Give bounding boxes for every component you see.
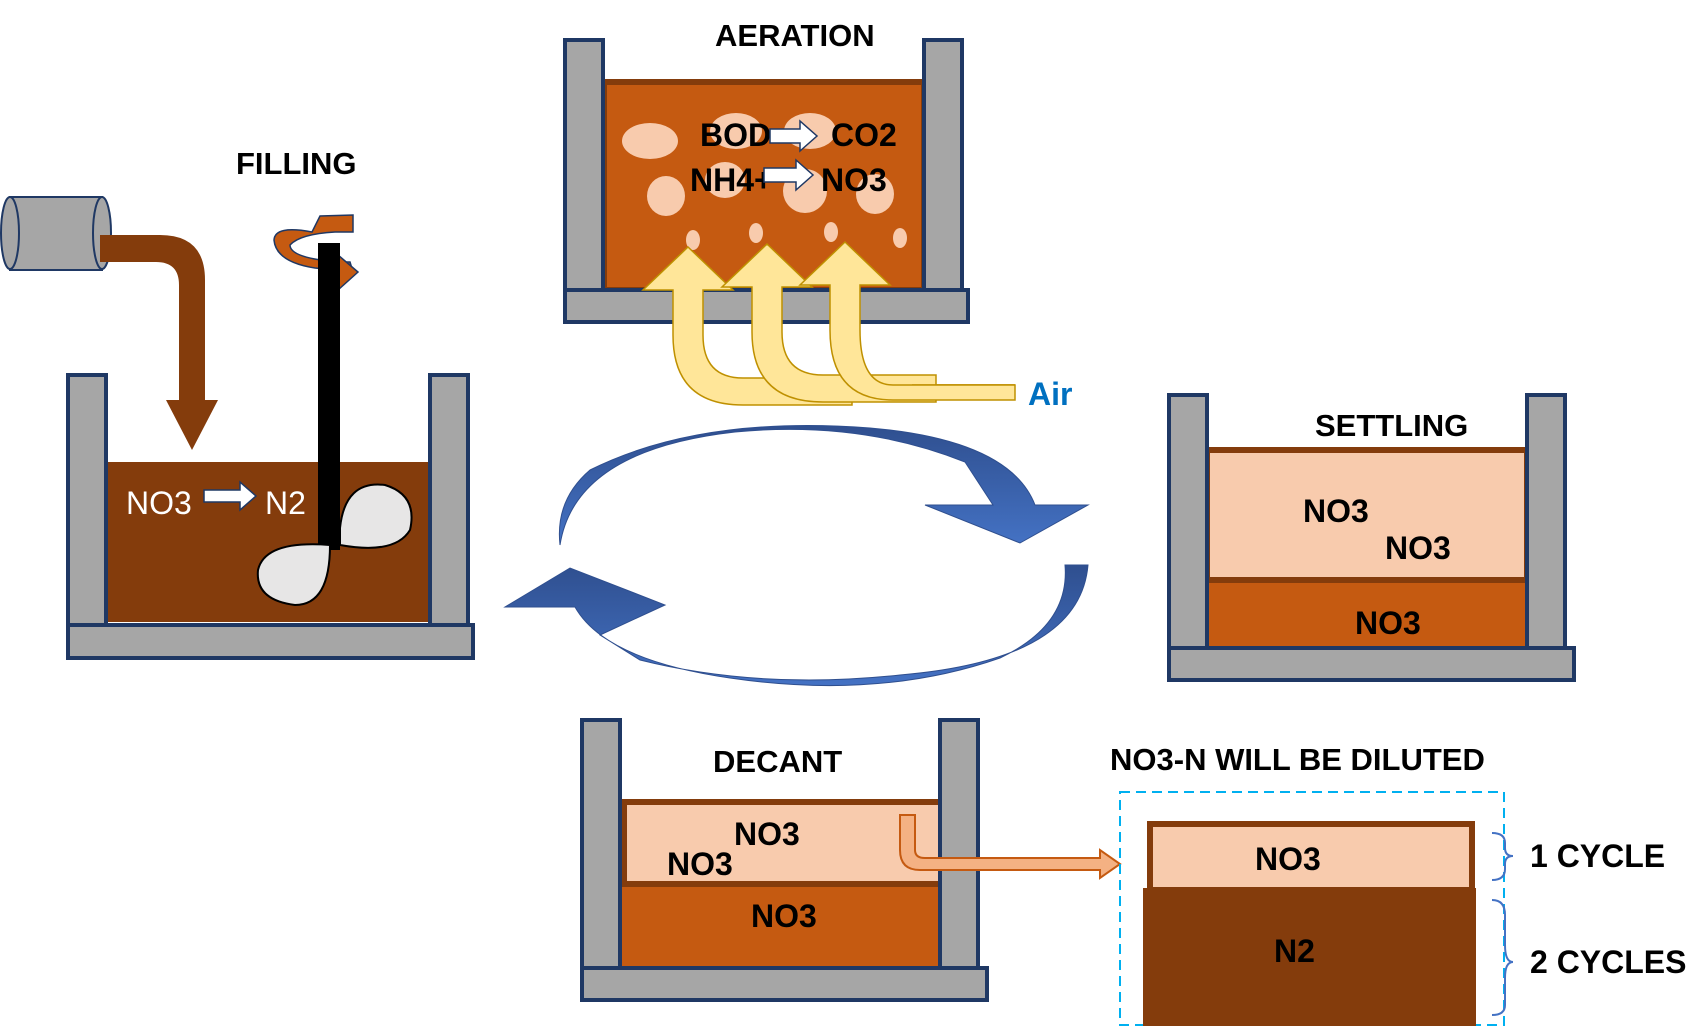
tank-base [580,966,989,1002]
settling-top-label-2: NO3 [1385,530,1451,566]
aeration-reaction2-from: NH4+ [690,162,773,198]
decant-supernatant [621,799,949,887]
brace-top-label: 1 CYCLE [1530,838,1665,874]
tank-wall-left [1167,393,1209,652]
dilution-no3-layer [1147,821,1475,893]
cycle-arrows-icon [503,425,1090,687]
decant-sludge [620,885,940,967]
dilution-bottom-label: N2 [1274,933,1315,969]
filling-reaction-to: N2 [265,485,306,521]
tank-base [1167,646,1576,682]
feed-flow-arrow [100,235,218,450]
cycle-arrow-top [558,425,1090,546]
tank-wall-left [563,38,605,297]
aeration-reaction1-from: BOD [700,117,771,153]
arrow-right-icon [203,480,258,512]
settling-title: SETTLING [1315,408,1468,443]
decant-title: DECANT [713,744,842,779]
decant-bottom-label: NO3 [751,898,817,934]
aeration-reaction1-to: CO2 [831,117,897,153]
filling-title: FILLING [236,146,357,181]
pipe-icon [0,196,112,271]
tank-wall-right [1525,393,1567,652]
brace-bottom-icon [1491,899,1514,1016]
decant-top-label-1: NO3 [734,816,800,852]
tank-wall-right [922,38,964,297]
settling-bottom-label: NO3 [1355,605,1421,641]
aeration-reaction2-to: NO3 [821,162,887,198]
aeration-stage: Air BOD CO2 NH4+ NO3 AERATION [563,18,1072,412]
filling-stage: NO3 N2 FILLING [0,146,475,660]
decant-top-label-2: NO3 [667,846,733,882]
settling-top-label-1: NO3 [1303,493,1369,529]
aeration-title: AERATION [715,18,875,53]
arrow-right-icon [769,119,819,153]
brace-bottom-label: 2 CYCLES [1530,944,1686,980]
dilution-title: NO3-N WILL BE DILUTED [1110,742,1485,777]
tank-wall-right [428,373,470,629]
dilution-top-label: NO3 [1255,841,1321,877]
brace-top-icon [1491,832,1514,881]
settling-sludge [1207,580,1527,648]
arrow-right-icon [763,158,815,192]
tank-base [66,623,475,660]
air-arrows [641,240,1016,406]
tank-wall-left [580,718,622,977]
dilution-n2-layer [1143,888,1476,1026]
tank-wall-right [938,718,980,977]
decant-flow-arrow [899,814,1122,880]
air-label: Air [1028,376,1072,412]
decant-stage: DECANT NO3 NO3 NO3 [580,718,1122,1002]
tank-wall-left [66,373,108,629]
cycle-arrow-bottom [503,564,1089,687]
bubble-icon [622,113,907,250]
dilution-panel: NO3-N WILL BE DILUTED NO3 N2 1 CYCLE 2 C… [1110,742,1686,1026]
settling-stage: SETTLING NO3 NO3 NO3 [1167,393,1576,682]
mixer-icon [256,214,413,607]
filling-reaction-from: NO3 [126,485,192,521]
